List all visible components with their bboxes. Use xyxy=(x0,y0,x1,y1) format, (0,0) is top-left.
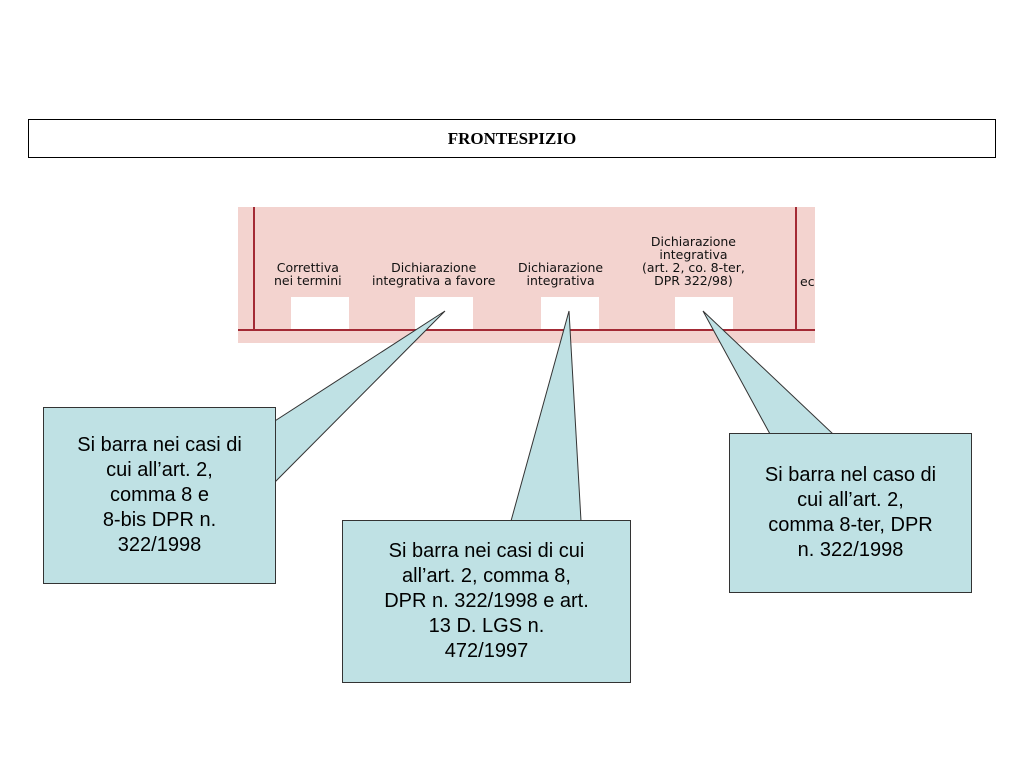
label-integrativa: Dichiarazione integrativa xyxy=(518,260,604,288)
label-integrativa-a-favore: Dichiarazione integrativa a favore xyxy=(372,260,496,288)
callout-right: Si barra nel caso di cui all’art. 2, com… xyxy=(729,433,972,593)
callout-center: Si barra nei casi di cui all’art. 2, com… xyxy=(342,520,631,683)
right-callout-pointer xyxy=(702,310,835,435)
checkbox-correttiva xyxy=(291,297,349,329)
form-right-border xyxy=(795,207,797,331)
page-title: FRONTESPIZIO xyxy=(28,119,996,158)
form-bottom-border xyxy=(238,329,815,331)
form-left-border xyxy=(253,207,255,331)
center-callout-pointer xyxy=(510,310,582,522)
left-callout-pointer xyxy=(249,310,446,484)
label-correttiva: Correttiva nei termini xyxy=(274,260,342,288)
form-section-image: Correttiva nei termini Dichiarazione int… xyxy=(238,207,815,343)
callout-left: Si barra nei casi di cui all’art. 2, com… xyxy=(43,407,276,584)
label-truncated: ec xyxy=(800,274,815,289)
label-integrativa-8ter: Dichiarazione integrativa (art. 2, co. 8… xyxy=(642,234,745,288)
